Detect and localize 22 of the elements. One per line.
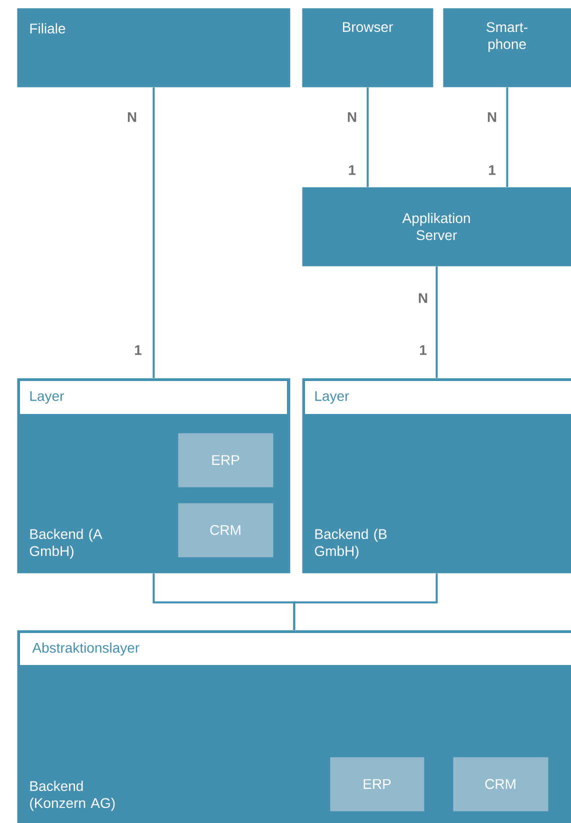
module-box: CRM <box>178 503 274 558</box>
client-box: Browser <box>302 8 434 88</box>
module-box: CRM <box>453 757 548 812</box>
connector-line <box>436 266 438 378</box>
client-box: Filiale <box>17 8 290 88</box>
multiplicity-label: 1 <box>134 345 142 355</box>
server-box: Applikation Server <box>302 187 571 266</box>
module-box: ERP <box>330 757 424 812</box>
multiplicity-label: 1 <box>489 165 496 175</box>
multiplicity-label: N <box>488 112 496 122</box>
connector-line <box>152 87 155 378</box>
multiplicity-label: 1 <box>349 165 356 175</box>
multiplicity-label: N <box>418 293 428 303</box>
connector-line <box>506 87 508 187</box>
client-box: Smart-phone <box>443 8 571 88</box>
multiplicity-label: N <box>348 112 356 122</box>
connector-line <box>366 87 369 187</box>
multiplicity-label: N <box>128 112 136 122</box>
multiplicity-label: 1 <box>420 345 427 355</box>
backend-box: Layer Backend (B GmbH) <box>302 378 571 574</box>
connector-line <box>293 573 438 630</box>
module-box: ERP <box>178 433 274 488</box>
